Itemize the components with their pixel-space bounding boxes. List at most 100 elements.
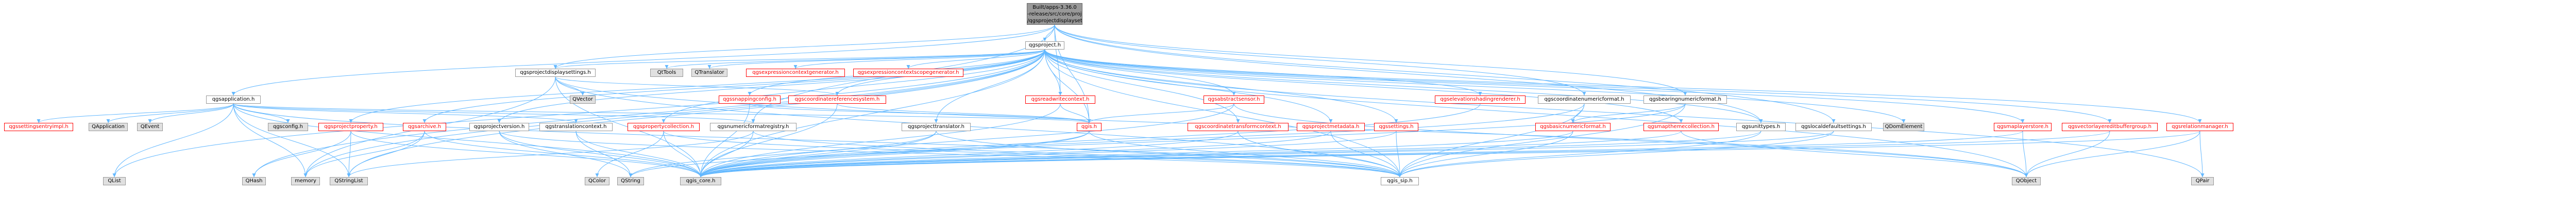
edge-qgslocaldefaultsettings_h-to-qgis_sip_h [1398,131,1834,178]
edge-qgscoordinatereferencesystem_h-to-qgis_core_h [699,103,838,178]
node-qgspropertycollection-h[interactable]: qgspropertycollection.h [628,123,700,131]
edge-qgsarchive_h-to-qgis_core_h [424,131,703,178]
node-qgsbasicnumericformat-h[interactable]: qgsbasicnumericformat.h [1535,123,1611,131]
node-qgsprojectversion-h[interactable]: qgsprojectversion.h [469,123,529,131]
edge-qgsmaplayerstore_h-to-qobject [2022,131,2028,178]
edge-qgsrelationmanager_h-to-qgis_core_h [699,131,2200,178]
edge-root-to-qgscoordinatenumericformat_h [1054,24,1586,96]
node-qgis-sip-h: qgis_sip.h [1381,177,1419,185]
root-line-1: Built/apps-3.36.0 [1032,5,1077,10]
node-qgsvectorlayereditbuffergroup-h[interactable]: qgsvectorlayereditbuffergroup.h [2062,123,2158,131]
node-qdomelement: QDomElement [1883,123,1924,131]
edge-qgsapplication_h-to-qapplication [106,103,234,123]
edge-qgssnappingconfig_h-to-qgis_h [749,103,1091,123]
edge-qgsproject_h-to-qgsexpressioncontextgenerator_h [793,49,1045,69]
node-qgsarchive-h[interactable]: qgsarchive.h [403,123,446,131]
edge-qgsapplication_h-to-qevent [148,103,234,123]
edge-qgsapplication_h-to-qgsnumericformatregistry_h [233,103,755,123]
edge-qgsreadwritecontext_h-to-qgis_core_h [699,103,1061,178]
node-qgsrelationmanager-h[interactable]: qgsrelationmanager.h [2166,123,2233,131]
node-qgsexpressioncontextgenerator-h[interactable]: qgsexpressioncontextgenerator.h [746,69,845,77]
edge-qgsabstractsensor_h-to-qobject [1233,103,2028,178]
node-qgsreadwritecontext-h[interactable]: qgsreadwritecontext.h [1025,95,1095,104]
node-qgsapplication-h[interactable]: qgsapplication.h [206,95,261,104]
edge-qgsproject_h-to-qgsvectorlayereditbuffergroup_h [1044,49,2112,123]
node-qgis-h[interactable]: qgis.h [1077,123,1101,131]
node-qgsprojecttranslator-h[interactable]: qgsprojecttranslator.h [902,123,971,131]
edge-qgsproject_h-to-qgspropertycollection_h [662,49,1045,123]
edge-qgsprojecttranslator_h-to-qgis_core_h [699,131,937,178]
edge-qgsmaplayerstore_h-to-qgis_core_h [699,131,2023,178]
node-qgsabstractsensor-h[interactable]: qgsabstractsensor.h [1204,95,1264,104]
edge-qgsproject_h-to-qgis_sip_h [1044,49,1402,178]
edge-qgsarchive_h-to-qstringlist [347,131,425,178]
edge-qgscoordinatenumericformat_h-to-qgis_sip_h [1398,103,1585,178]
node-qlist: QList [103,177,126,185]
edge-qgis_h-to-qstring [629,131,1090,178]
node-qgsmaplayerstore-h[interactable]: qgsmaplayerstore.h [1994,123,2052,131]
edge-qgselevationshadingrenderer_h-to-qgis_core_h [699,103,1481,178]
edge-root-to-qgslocaldefaultsettings_h [1054,24,1836,123]
edge-qgstranslationcontext_h-to-qstring [575,131,633,178]
node-qhash: QHash [242,177,266,185]
edge-qgsproject_h-to-qgsprojectversion_h [497,49,1045,123]
edge-root-to-qgsprojectdisplaysettings_h [553,24,1055,69]
node-qgsbearingnumericformat-h[interactable]: qgsbearingnumericformat.h [1643,95,1727,104]
node-qgssnappingconfig-h[interactable]: qgssnappingconfig.h [719,95,781,104]
edge-root-to-qgsunittypes_h [1054,24,1763,123]
node-qgis-core-h: qgis_core.h [680,177,721,185]
edge-root-to-qgsreadwritecontext_h [1054,24,1062,96]
edge-root-to-qgsapplication_h [231,24,1055,96]
node-qgscoordinatereferencesystem-h[interactable]: qgscoordinatereferencesystem.h [788,95,886,104]
edge-qgsnumericformatregistry_h-to-qgis_sip_h [753,131,1402,178]
edge-qgscoordinatetransformcontext_h-to-qgis_core_h [699,131,1239,178]
node-qgscoordinatenumericformat-h[interactable]: qgscoordinatenumericformat.h [1538,95,1631,104]
node-qgselevationshadingrenderer-h[interactable]: qgselevationshadingrenderer.h [1435,95,1526,104]
node-qgssettings-h[interactable]: qgssettings.h [1374,123,1418,131]
node-qgslocaldefaultsettings-h[interactable]: qgslocaldefaultsettings.h [1795,123,1872,131]
edge-qgsbearingnumericformat_h-to-qgsbasicnumericformat_h [1571,103,1686,123]
edge-qgsprojectdisplaysettings_h-to-qgscoordinatereferencesystem_h [555,76,839,96]
edge-qgsprojectdisplaysettings_h-to-qobject [555,76,2028,178]
edge-qgsapplication_h-to-memory [233,103,308,178]
edge-qgis_h-to-qgis_sip_h [1089,131,1402,178]
edge-qgsbearingnumericformat_h-to-qgis_core_h [699,103,1686,178]
node-qgstranslationcontext-h[interactable]: qgstranslationcontext.h [539,123,613,131]
edge-qgsarchive_h-to-memory [303,131,425,178]
edge-qgsproject_h-to-qtranslator [707,49,1045,69]
node-qevent: QEvent [137,123,163,131]
node-qpair: QPair [2191,177,2214,185]
node-qgsprojectdisplaysettings-h[interactable]: qgsprojectdisplaysettings.h [515,69,596,77]
edge-qgsprojectproperty_h-to-qstringlist [347,131,351,178]
node-qgsunittypes-h[interactable]: qgsunittypes.h [1736,123,1786,131]
node-qgscoordinatetransformcontext-h[interactable]: qgscoordinatetransformcontext.h [1188,123,1289,131]
node-qstringlist: QStringList [330,177,368,185]
node-qgsprojectproperty-h[interactable]: qgsprojectproperty.h [318,123,383,131]
node-qgsexpressioncontextscopegenerator-h[interactable]: qgsexpressioncontextscopegenerator.h [853,69,963,77]
node-qgsproject-h[interactable]: qgsproject.h [1025,41,1064,50]
edge-qgscoordinatetransformcontext_h-to-qgis_sip_h [1238,131,1402,178]
edge-qgsbasicnumericformat_h-to-qgis_sip_h [1398,131,1573,178]
edge-qgsproject_h-to-qgsmapthemecollection_h [1044,49,1683,123]
edge-qgsapplication_h-to-qgis_sip_h [233,103,1402,178]
edge-qgsprojectproperty_h-to-qhash [252,131,351,178]
edge-qgspropertycollection_h-to-qgis_sip_h [663,131,1402,178]
edge-qgsproject_h-to-qgscoordinatetransformcontext_h [1044,49,1240,123]
node-qgsprojectmetadata-h[interactable]: qgsprojectmetadata.h [1297,123,1365,131]
edge-qgsabstractsensor_h-to-qgis_h [1087,103,1234,123]
node-qgsnumericformatregistry-h[interactable]: qgsnumericformatregistry.h [710,123,796,131]
edge-qgsprojectmetadata_h-to-qgis_core_h [699,131,1331,178]
edge-qgsvectorlayereditbuffergroup_h-to-qobject [2024,131,2110,178]
edge-qgsapplication_h-to-qlist [112,103,234,178]
edge-root-to-qgsbearingnumericformat_h [1054,24,1687,96]
node-qgssettingsentryimpl-h[interactable]: qgssettingsentryimpl.h [4,123,73,131]
edge-qgspropertycollection_h-to-qgis_core_h [663,131,703,178]
edge-qgsnumericformatregistry_h-to-qgis_core_h [699,131,754,178]
edge-qgsbearingnumericformat_h-to-qgis_sip_h [1398,103,1686,178]
edge-qgsprojectproperty_h-to-qgis_core_h [350,131,703,178]
edge-qgsproject_h-to-qgis_h [1044,49,1091,123]
edge-qgsproject_h-to-qgsprojectdisplaysettings_h [553,49,1045,69]
node-qgsmapthemecollection-h[interactable]: qgsmapthemecollection.h [1643,123,1719,131]
